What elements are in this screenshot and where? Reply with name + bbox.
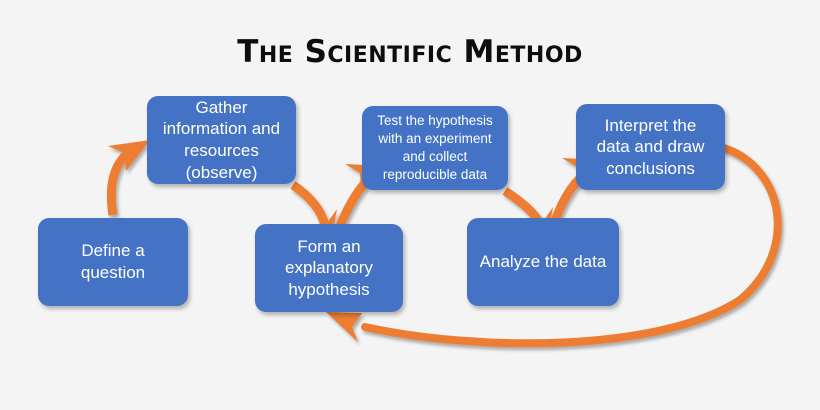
connector-interpret-to-form [326,144,782,348]
node-gather-information[interactable]: Gather information and resources (observ… [147,96,296,184]
node-label: Gather information and resources (observ… [162,97,281,182]
node-label: Form an explanatory hypothesis [285,236,373,299]
page-title: The Scientific Method [237,34,583,70]
node-label: Analyze the data [479,252,607,272]
connector-define-to-gather [106,140,150,216]
node-label: Define a question [80,241,146,282]
node-form-an-explanatory-hypothesis[interactable]: Form an explanatory hypothesis [255,224,403,312]
node-define-a-question[interactable]: Define a question [38,218,188,306]
node-label: Test the hypothesis with an experiment a… [377,113,493,182]
node-label: Interpret the data and draw conclusions [596,115,705,178]
node-test-the-hypothesis[interactable]: Test the hypothesis with an experiment a… [362,106,508,190]
node-interpret-the-data[interactable]: Interpret the data and draw conclusions [576,104,725,190]
node-analyze-the-data[interactable]: Analyze the data [467,218,619,306]
